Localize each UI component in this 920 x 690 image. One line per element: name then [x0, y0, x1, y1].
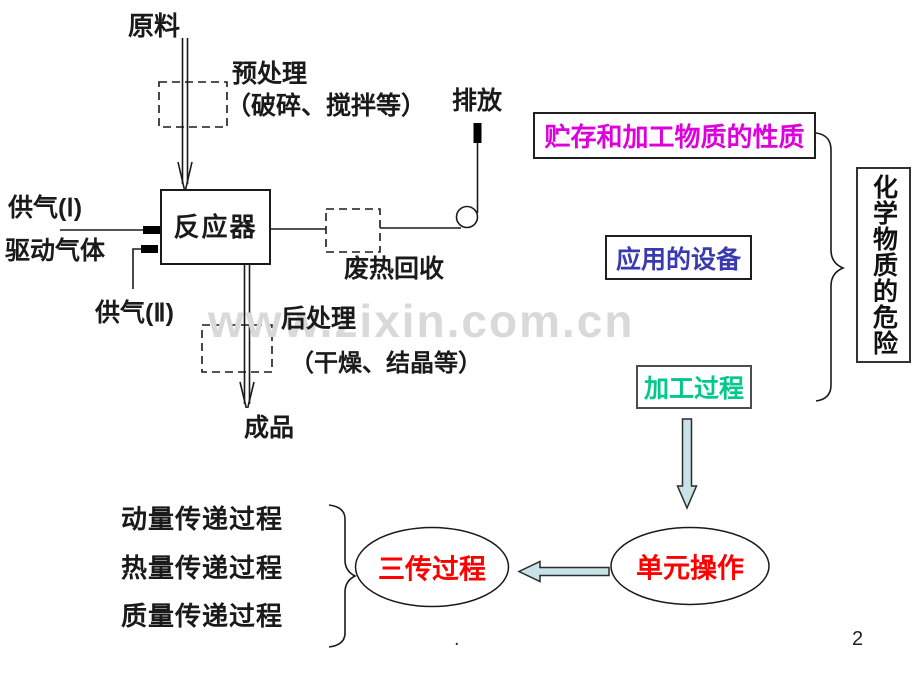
footer-dot: .: [454, 628, 460, 650]
unit-operation-ellipse: [610, 526, 770, 606]
gas-supply-2-line: [132, 245, 158, 289]
posttreatment-note-label: （干燥、结晶等）: [290, 350, 482, 377]
waste-heat-dashed-box: [325, 208, 381, 253]
transfer-brace: [328, 504, 357, 648]
gas-supply-2-label: 供气(Ⅱ): [95, 299, 174, 327]
hazard-result-box: 化学物质的危险: [856, 167, 911, 363]
left-block-arrow: [517, 560, 610, 583]
raw-material-feed-line: [177, 38, 193, 190]
pretreatment-label: 预处理: [232, 60, 308, 88]
heat-transfer-label: 热量传递过程: [121, 553, 284, 583]
down-block-arrow: [676, 418, 698, 510]
pretreatment-note-label: （破碎、搅拌等）: [226, 92, 427, 120]
product-output-line: [239, 264, 255, 409]
watermark-text: www.zixin.com.cn: [208, 295, 635, 347]
pretreatment-dashed-box: [158, 81, 228, 128]
product-label: 成品: [244, 414, 295, 442]
gas-supply-1-line: [60, 226, 160, 234]
unit-operation-label: 单元操作: [636, 553, 744, 584]
reactor-label: 反应器: [173, 211, 258, 242]
discharge-stack-marker: [473, 123, 482, 143]
three-transfer-ellipse: [354, 526, 510, 608]
reactor-box: [160, 189, 271, 265]
driving-gas-label: 驱动气体: [5, 237, 106, 265]
three-transfer-label: 三传过程: [378, 554, 486, 585]
posttreatment-label: 后处理: [281, 305, 357, 333]
posttreatment-dashed-box: [201, 324, 273, 373]
equipment-factor-box: 应用的设备: [605, 235, 752, 280]
discharge-label: 排放: [452, 87, 503, 115]
process-factor-box: 加工过程: [636, 365, 752, 409]
gas-supply-1-label: 供气(Ⅰ): [8, 194, 83, 222]
page-number: 2: [852, 628, 864, 650]
discharge-loop-circle: [455, 205, 479, 229]
waste-heat-recovery-label: 废热回收: [344, 255, 445, 283]
mass-transfer-label: 质量传递过程: [121, 601, 284, 631]
properties-factor-box: 贮存和加工物质的性质: [533, 112, 816, 159]
raw-material-label: 原料: [128, 11, 181, 41]
hazard-brace: [815, 132, 846, 402]
momentum-transfer-label: 动量传递过程: [121, 504, 284, 534]
